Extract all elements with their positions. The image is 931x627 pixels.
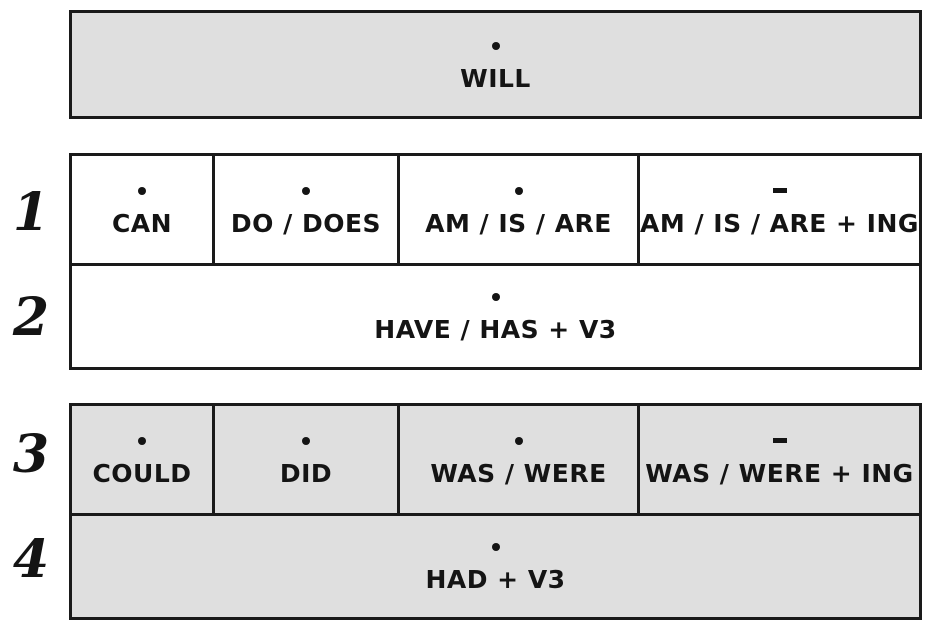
cell-was-were-ing: WAS / WERE + ING xyxy=(637,406,919,513)
dot-icon xyxy=(302,186,310,195)
dash-marker xyxy=(772,181,787,201)
dash-marker xyxy=(772,431,787,451)
cell-label: WAS / WERE + ING xyxy=(645,458,914,488)
dot-icon xyxy=(138,186,146,195)
row-number-3: 3 xyxy=(12,424,50,485)
cell-label: CAN xyxy=(111,208,173,238)
row-number-1: 1 xyxy=(12,182,50,243)
dot-icon xyxy=(514,436,523,445)
positive-dot-marker xyxy=(491,287,500,307)
dot-icon xyxy=(491,41,500,50)
row-number-4: 4 xyxy=(12,529,50,590)
cell-had-v3: HAD + V3 xyxy=(72,514,919,617)
positive-dot-marker xyxy=(514,181,523,201)
cell-label: AM / IS / ARE + ING xyxy=(640,208,919,238)
cell-am-is-are-ing: AM / IS / ARE + ING xyxy=(637,156,919,263)
row-number-2: 2 xyxy=(12,287,50,348)
dot-icon xyxy=(491,542,500,551)
will-cell: WILL xyxy=(72,13,919,116)
cell-did: DID xyxy=(212,406,397,513)
dot-icon xyxy=(302,436,310,445)
cell-label: HAD + V3 xyxy=(425,564,566,594)
positive-dot-marker xyxy=(302,431,310,451)
dot-icon xyxy=(514,186,523,195)
positive-dot-marker xyxy=(138,431,146,451)
positive-dot-marker xyxy=(491,537,500,557)
cell-label: WAS / WERE xyxy=(430,458,607,488)
cell-label: DO / DOES xyxy=(230,208,382,238)
cell-do-does: DO / DOES xyxy=(212,156,397,263)
cell-have-has-v3: HAVE / HAS + V3 xyxy=(72,264,919,367)
positive-dot-marker xyxy=(138,181,146,201)
positive-dot-marker xyxy=(302,181,310,201)
will-box: WILL xyxy=(69,10,922,119)
row-2: HAVE / HAS + V3 xyxy=(72,264,919,367)
will-label: WILL xyxy=(460,63,531,93)
positive-dot-marker xyxy=(514,431,523,451)
past-group-box: COULD DID WAS / WERE WAS / WERE + ING HA… xyxy=(69,403,922,620)
cell-label: DID xyxy=(279,458,333,488)
cell-was-were: WAS / WERE xyxy=(397,406,637,513)
positive-dot-marker xyxy=(491,36,500,56)
present-group-box: CAN DO / DOES AM / IS / ARE AM / IS / AR… xyxy=(69,153,922,370)
cell-label: HAVE / HAS + V3 xyxy=(374,314,617,344)
row-3: COULD DID WAS / WERE WAS / WERE + ING xyxy=(72,406,919,516)
row-4: HAD + V3 xyxy=(72,514,919,617)
dot-icon xyxy=(138,436,146,445)
dash-icon xyxy=(772,438,787,443)
cell-can: CAN xyxy=(72,156,212,263)
cell-could: COULD xyxy=(72,406,212,513)
row-1: CAN DO / DOES AM / IS / ARE AM / IS / AR… xyxy=(72,156,919,266)
cell-label: COULD xyxy=(92,458,192,488)
dot-icon xyxy=(491,292,500,301)
dash-icon xyxy=(772,188,787,193)
cell-label: AM / IS / ARE xyxy=(425,208,612,238)
cell-am-is-are: AM / IS / ARE xyxy=(397,156,637,263)
